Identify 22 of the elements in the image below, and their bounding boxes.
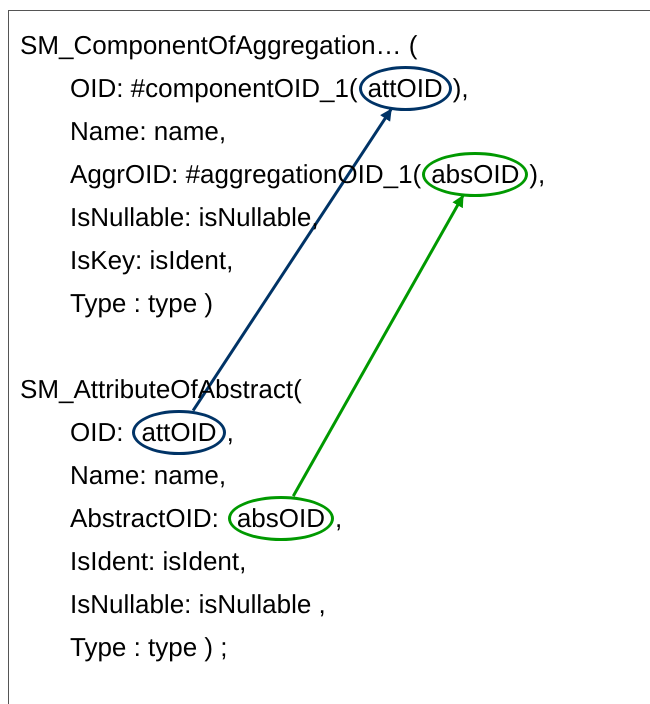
code-text: SM_ComponentOfAggregation… ( — [20, 30, 418, 60]
circled-identifier: attOID — [132, 410, 226, 454]
arrow — [292, 194, 464, 497]
code-text: Type : type ) ; — [70, 632, 228, 662]
code-text: ), — [452, 72, 469, 104]
code-text: , — [226, 416, 234, 448]
code-text: ), — [529, 158, 546, 190]
code-text: IsKey: isIdent, — [70, 244, 234, 276]
code-text: Name: name, — [70, 116, 226, 146]
arrow — [192, 108, 392, 412]
code-text: , — [334, 502, 342, 534]
code-text: AbstractOID: — [70, 502, 219, 534]
code-text: Type : type ) — [70, 288, 214, 318]
code-text: IsNullable: isNullable, — [70, 202, 319, 232]
code-text: OID: — [70, 416, 124, 448]
code-text: IsIdent: isIdent, — [70, 546, 246, 576]
code-text: Name: name, — [70, 460, 226, 490]
circled-identifier: absOID — [228, 496, 334, 540]
circled-identifier: attOID — [358, 66, 452, 110]
code-text: IsNullable: isNullable , — [70, 588, 326, 620]
code-text: OID: #componentOID_1( — [70, 72, 358, 104]
circled-identifier: absOID — [422, 152, 528, 196]
